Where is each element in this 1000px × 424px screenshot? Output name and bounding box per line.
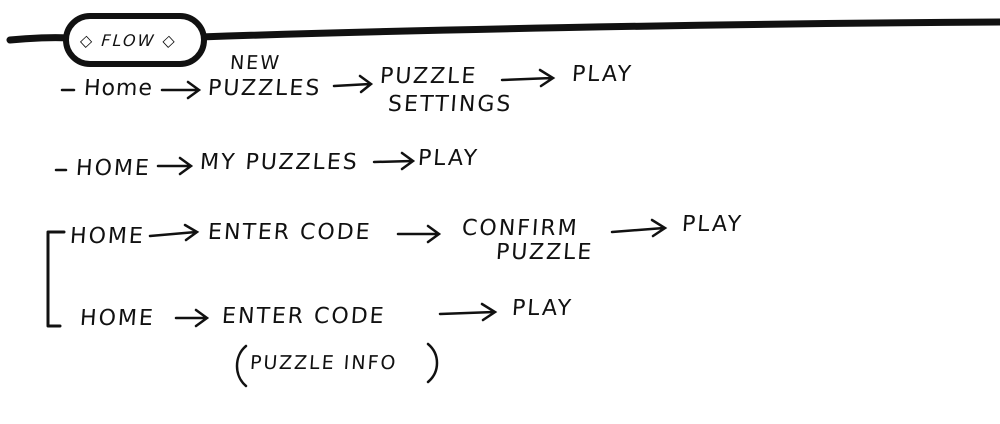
arrow-row4-1 — [174, 308, 210, 328]
group-bracket — [46, 230, 66, 328]
arrow-row3-2 — [396, 224, 442, 244]
row4-puzzle-info: PUZZLE INFO — [249, 352, 399, 374]
row3-home: HOME — [69, 224, 146, 249]
row3-enter-code: ENTER CODE — [207, 220, 373, 245]
row4-home: HOME — [79, 306, 156, 331]
row3-puzzle: PUZZLE — [495, 240, 595, 265]
arrow-row2-2 — [372, 151, 416, 171]
row1-puzzles: PUZZLES — [207, 76, 323, 101]
arrow-row1-3 — [500, 68, 556, 88]
arrow-row3-3 — [610, 218, 668, 238]
arrow-row1-1 — [160, 80, 202, 100]
row2-my-puzzles: MY PUZZLES — [199, 150, 360, 175]
paren-right — [426, 342, 439, 384]
paren-left — [235, 344, 248, 388]
row3-confirm: CONFIRM — [461, 216, 580, 241]
arrow-row4-2 — [438, 302, 498, 322]
row4-enter-code: ENTER CODE — [221, 304, 387, 329]
arrow-row1-2 — [332, 74, 374, 94]
flow-title: ◇ FLOW ◇ — [79, 31, 178, 50]
row1-play: PLAY — [571, 62, 634, 87]
row2-play: PLAY — [417, 146, 480, 171]
row2-home: HOME — [75, 156, 152, 181]
title-capsule — [63, 13, 207, 67]
row3-play: PLAY — [681, 212, 744, 237]
row1-new: NEW — [229, 52, 282, 74]
row1-home: Home — [83, 76, 154, 101]
arrow-row3-1 — [148, 223, 200, 242]
arrow-row2-1 — [156, 156, 194, 176]
row1-puzzle: PUZZLE — [379, 64, 479, 89]
row4-play: PLAY — [511, 296, 574, 321]
row1-settings: SETTINGS — [387, 92, 514, 117]
